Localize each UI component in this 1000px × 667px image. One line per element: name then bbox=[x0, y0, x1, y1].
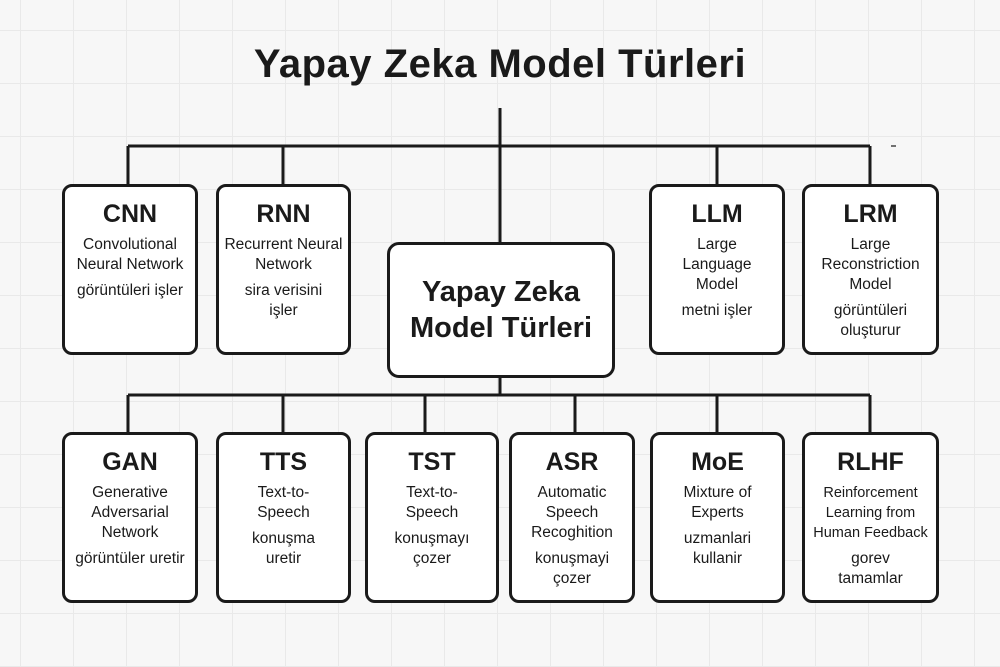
node-abbr: TTS bbox=[259, 448, 308, 476]
node-abbr: ASR bbox=[545, 448, 599, 476]
node-full-name: Large Language Model bbox=[682, 236, 752, 293]
node-full-name: Automatic Speech Recoghition bbox=[531, 484, 613, 541]
node-abbr: TST bbox=[408, 448, 456, 476]
node-abbr: LLM bbox=[691, 200, 743, 228]
node-tts: TTS Text-to-Speech konuşma uretir bbox=[216, 432, 351, 603]
node-lrm: LRM Large Reconstriction Model görüntüle… bbox=[802, 184, 939, 355]
node-abbr: RLHF bbox=[837, 448, 904, 476]
node-description: görüntüler uretir bbox=[75, 550, 185, 567]
node-full-name: Recurrent Neural Network bbox=[224, 236, 343, 273]
node-rnn: RNN Recurrent Neural Network sira verisi… bbox=[216, 184, 351, 355]
node-asr: ASR Automatic Speech Recoghition konuşma… bbox=[509, 432, 635, 603]
center-node-line2: Model Türleri bbox=[409, 312, 593, 344]
node-full-name: Text-to-Speech bbox=[405, 484, 459, 521]
node-abbr: LRM bbox=[843, 200, 898, 228]
node-description: görüntüleri işler bbox=[77, 282, 183, 299]
node-full-name: Mixture of Experts bbox=[683, 484, 752, 521]
node-llm: LLM Large Language Model metni işler bbox=[649, 184, 785, 355]
node-gan: GAN Generative Adversarial Network görün… bbox=[62, 432, 198, 603]
center-node: Yapay Zeka Model Türleri bbox=[387, 242, 615, 378]
node-abbr: RNN bbox=[256, 200, 311, 228]
node-description: gorev tamamlar bbox=[838, 550, 903, 587]
node-description: görüntüleri oluşturur bbox=[833, 302, 908, 339]
node-description: uzmanlari kullanir bbox=[683, 530, 752, 567]
node-abbr: CNN bbox=[102, 200, 158, 228]
node-tst: TST Text-to-Speech konuşmayı çozer bbox=[365, 432, 499, 603]
node-cnn: CNN Convolutional Neural Network görüntü… bbox=[62, 184, 198, 355]
node-full-name: Reinforcement Learning from Human Feedba… bbox=[813, 485, 928, 541]
node-description: konuşma uretir bbox=[252, 530, 315, 567]
node-description: konuşmayı çozer bbox=[394, 530, 470, 567]
node-full-name: Text-to-Speech bbox=[257, 484, 310, 521]
node-moe: MoE Mixture of Experts uzmanlari kullani… bbox=[650, 432, 785, 603]
node-description: metni işler bbox=[681, 302, 753, 319]
node-rlhf: RLHF Reinforcement Learning from Human F… bbox=[802, 432, 939, 603]
node-abbr: GAN bbox=[102, 448, 158, 476]
node-full-name: Convolutional Neural Network bbox=[76, 236, 184, 273]
node-description: konuşmayi çozer bbox=[534, 550, 610, 587]
node-description: sira verisini işler bbox=[244, 282, 323, 319]
node-abbr: MoE bbox=[691, 448, 744, 476]
node-full-name: Large Reconstriction Model bbox=[821, 236, 920, 293]
diagram-title: Yapay Zeka Model Türleri bbox=[253, 42, 747, 86]
center-node-line1: Yapay Zeka bbox=[421, 276, 580, 308]
node-full-name: Generative Adversarial Network bbox=[91, 484, 169, 541]
